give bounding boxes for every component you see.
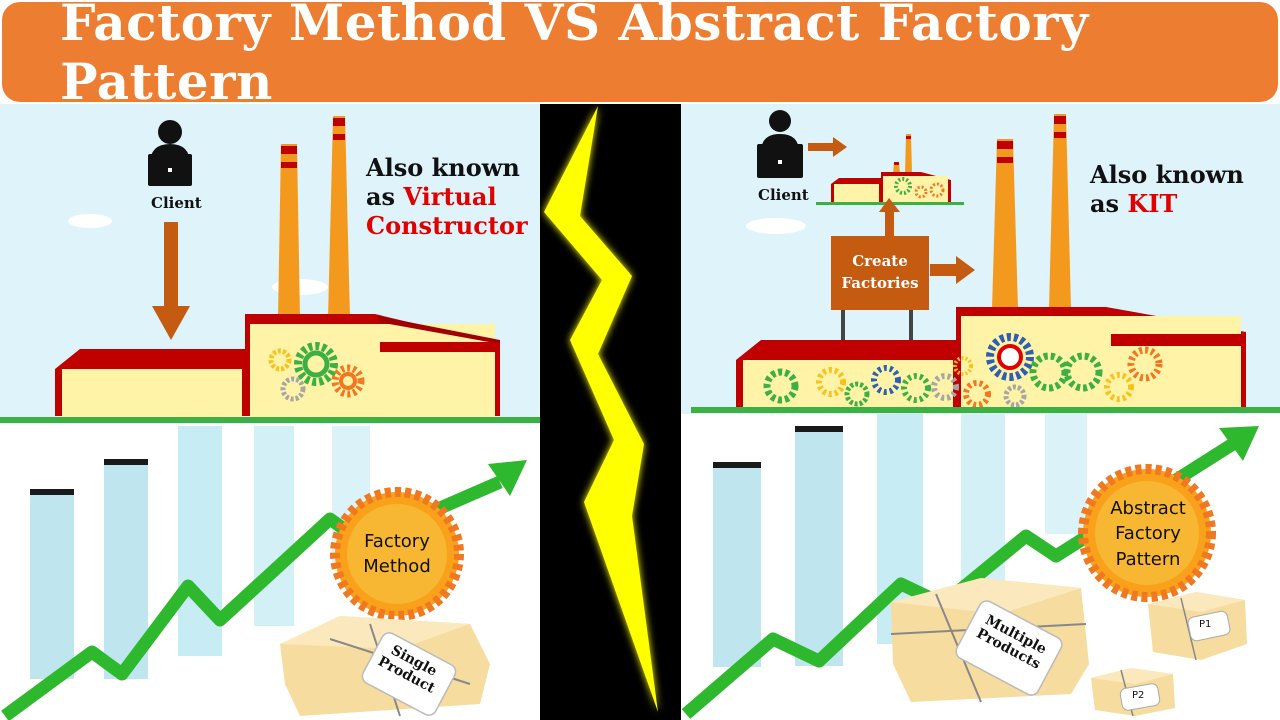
arrow-right-icon [808,137,847,157]
chimney-icon [278,144,300,319]
badge-line: Abstract [1110,498,1186,520]
gear-icon [280,376,306,402]
title-bar: Factory Method VS Abstract Factory Patte… [0,0,1280,111]
gear-icon [1063,352,1103,392]
gear-icon [294,342,338,386]
gear-icon [1127,346,1163,382]
create-line: Create [852,252,908,271]
divider [540,104,681,720]
chimney-icon [1049,114,1071,309]
arrow-down-icon [152,222,190,340]
arrow-right-icon [930,256,975,284]
abstract-factory-illustration [681,104,1280,719]
starburst-badge-icon [1078,464,1216,602]
create-line: Factories [841,274,919,292]
badge-line: Factory [1115,523,1181,545]
title-banner [2,2,1278,102]
factory-method-panel: Client Also known as Virtual Constructor… [0,104,540,720]
factory-building-icon [55,314,500,417]
as-prefix: as [1090,188,1128,218]
page-title: Factory Method VS Abstract Factory Patte… [60,0,1089,111]
p2-tag: P2 [1132,690,1145,701]
cloud [68,214,112,228]
constructor-name: Constructor [366,210,528,240]
also-known-line: Also known [1090,160,1244,189]
chimney-icon [992,139,1018,309]
product-tag-icon [955,600,1063,696]
also-known-as-line: as Virtual [366,181,528,212]
gear-icon [268,348,292,372]
gear-icon [331,364,365,398]
also-known-as-line: as KIT [1090,188,1244,219]
gear-icon [963,380,991,408]
arrow-up-icon [879,198,900,237]
chimney-icon [328,116,350,319]
gear-icon [871,365,901,395]
also-known-label: Also known as KIT [1090,160,1244,219]
gear-icon [931,373,959,401]
gear-icon [816,367,846,397]
gear-icon [1104,372,1134,402]
starburst-badge-icon [330,487,464,621]
badge-line: Method [363,556,431,577]
badge-line: Factory [364,530,430,552]
also-known-line: Also known [366,153,520,182]
lightning-bolt-icon [544,106,658,712]
client-laptop-icon [757,110,803,178]
also-known-label: Also known as Virtual Constructor [366,153,528,240]
gear-icon [986,333,1034,381]
signpost-leg [841,309,845,351]
ground-line [691,407,1280,413]
signpost-leg [909,309,913,351]
p1-tag: P1 [1199,619,1212,630]
cloud [746,218,806,234]
gear-icon [953,356,973,376]
client-laptop-icon [148,120,192,186]
kit-name: KIT [1127,188,1178,218]
as-prefix: as [366,181,404,211]
gear-icon [1003,384,1027,408]
product-tag-icon [1187,610,1231,642]
product-tag-icon [1119,683,1161,711]
gear-icon [763,368,799,404]
badge-line: Pattern [1115,548,1181,570]
ground-line [0,417,540,423]
gear-icon [901,373,931,403]
client-label: Client [758,186,809,204]
client-label: Client [151,194,202,212]
gear-icon [844,381,870,407]
factory-method-illustration [0,104,540,720]
virtual-name: Virtual [403,181,497,211]
product-tag-icon [361,632,457,716]
